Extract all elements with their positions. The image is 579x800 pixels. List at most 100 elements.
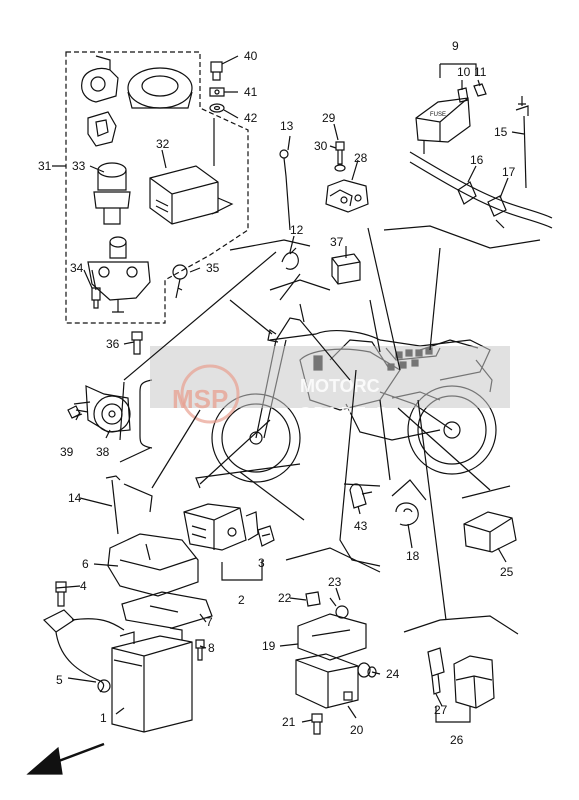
steering-lock — [87, 236, 151, 313]
callout-14: 14 — [68, 491, 82, 505]
bracket-9 — [439, 63, 477, 78]
callout-19: 19 — [262, 639, 276, 653]
callout-9: 9 — [452, 39, 459, 53]
band-15 — [515, 96, 529, 189]
horn — [71, 385, 131, 433]
callout-3: 3 — [258, 556, 265, 570]
fuel-cap-ring — [127, 67, 193, 109]
washer-30 — [334, 164, 346, 172]
callout-37: 37 — [330, 235, 344, 249]
connector-3 — [257, 525, 275, 547]
bracket-26-27 — [435, 706, 471, 723]
callout-38: 38 — [96, 445, 110, 459]
callout-28: 28 — [354, 151, 368, 165]
svg-text:FUSE: FUSE — [430, 112, 446, 118]
bolt-40 — [210, 61, 223, 81]
callout-22: 22 — [278, 591, 292, 605]
callout-numbers: 1 2 3 4 5 6 7 8 9 10 11 12 13 14 15 16 1… — [38, 39, 516, 747]
battery-1 — [111, 627, 193, 733]
callout-32: 32 — [156, 137, 170, 151]
callout-4: 4 — [80, 579, 87, 593]
watermark-line1: MOTORC — [300, 376, 380, 396]
front-arrow-icon — [26, 742, 105, 775]
relay-25 — [463, 511, 517, 553]
callout-25: 25 — [500, 565, 514, 579]
callout-5: 5 — [56, 673, 63, 687]
callout-30: 30 — [314, 139, 328, 153]
watermark-logo: MSP — [172, 384, 228, 414]
callout-26: 26 — [450, 733, 464, 747]
rod-13 — [279, 149, 291, 231]
ignition-group-box — [65, 51, 249, 324]
callout-39: 39 — [60, 445, 74, 459]
bolt-8 — [195, 639, 205, 661]
callout-36: 36 — [106, 337, 120, 351]
ignition-cylinder — [93, 162, 131, 225]
bolt-4 — [55, 581, 67, 607]
fuse-10 — [457, 87, 469, 103]
callout-20: 20 — [350, 723, 364, 737]
rod-14 — [105, 475, 121, 535]
watermark-globe-icon — [180, 364, 240, 424]
callout-27: 27 — [434, 703, 448, 717]
leader-lines — [119, 225, 541, 635]
callout-35: 35 — [206, 261, 220, 275]
callout-40: 40 — [244, 49, 258, 63]
callout-7: 7 — [206, 615, 213, 629]
relay-bracket-28 — [325, 179, 369, 213]
relay-bracket-19 — [297, 597, 367, 661]
battery-band-7 — [121, 591, 213, 629]
coupler-26 — [453, 655, 495, 709]
callout-23: 23 — [328, 575, 342, 589]
callout-18: 18 — [406, 549, 420, 563]
battery-cover-6 — [107, 533, 199, 597]
grommet-24 — [357, 662, 377, 678]
flasher-20 — [295, 653, 359, 709]
key-35 — [172, 264, 188, 299]
callout-10: 10 — [457, 65, 471, 79]
coupler-27 — [427, 647, 445, 695]
horn-bracket-bolt — [67, 405, 81, 419]
screw-34 — [91, 287, 101, 309]
callout-12: 12 — [290, 223, 304, 237]
main-switch-cover — [81, 55, 119, 103]
battery-lead-5 — [42, 609, 125, 693]
watermark: MSP MOTORC SPARE P — [150, 346, 510, 424]
relay-37 — [331, 253, 361, 285]
clip-43 — [349, 483, 373, 509]
clip-18 — [395, 502, 419, 526]
washer-42 — [209, 103, 225, 113]
horn-bracket-line — [139, 379, 153, 449]
callout-29: 29 — [322, 111, 336, 125]
callout-1: 1 — [100, 711, 107, 725]
callout-34: 34 — [70, 261, 84, 275]
callout-2: 2 — [238, 593, 245, 607]
bolt-29 — [335, 141, 345, 165]
cdi-unit — [149, 165, 234, 225]
callout-21: 21 — [282, 715, 296, 729]
nut-22 — [305, 591, 321, 607]
callout-15: 15 — [494, 125, 508, 139]
bracket-2-3 — [221, 560, 263, 581]
fuse-box: FUSE — [415, 97, 471, 143]
callout-31: 31 — [38, 159, 52, 173]
watermark-line2: SPARE P — [300, 405, 390, 422]
bolt-36 — [131, 331, 143, 355]
callout-11: 11 — [474, 65, 487, 79]
rectifier-regulator — [183, 503, 259, 551]
callout-33: 33 — [72, 159, 86, 173]
callout-24: 24 — [386, 667, 400, 681]
callout-42: 42 — [244, 111, 258, 125]
callout-13: 13 — [280, 119, 294, 133]
callout-17: 17 — [502, 165, 516, 179]
callout-leaders — [52, 55, 525, 723]
harness-16-17 — [409, 151, 553, 229]
clip-12 — [281, 247, 299, 270]
switch-bracket — [87, 111, 117, 147]
nut-41 — [209, 87, 225, 97]
callout-8: 8 — [208, 641, 215, 655]
bolt-21 — [311, 713, 323, 735]
callout-6: 6 — [82, 557, 89, 571]
